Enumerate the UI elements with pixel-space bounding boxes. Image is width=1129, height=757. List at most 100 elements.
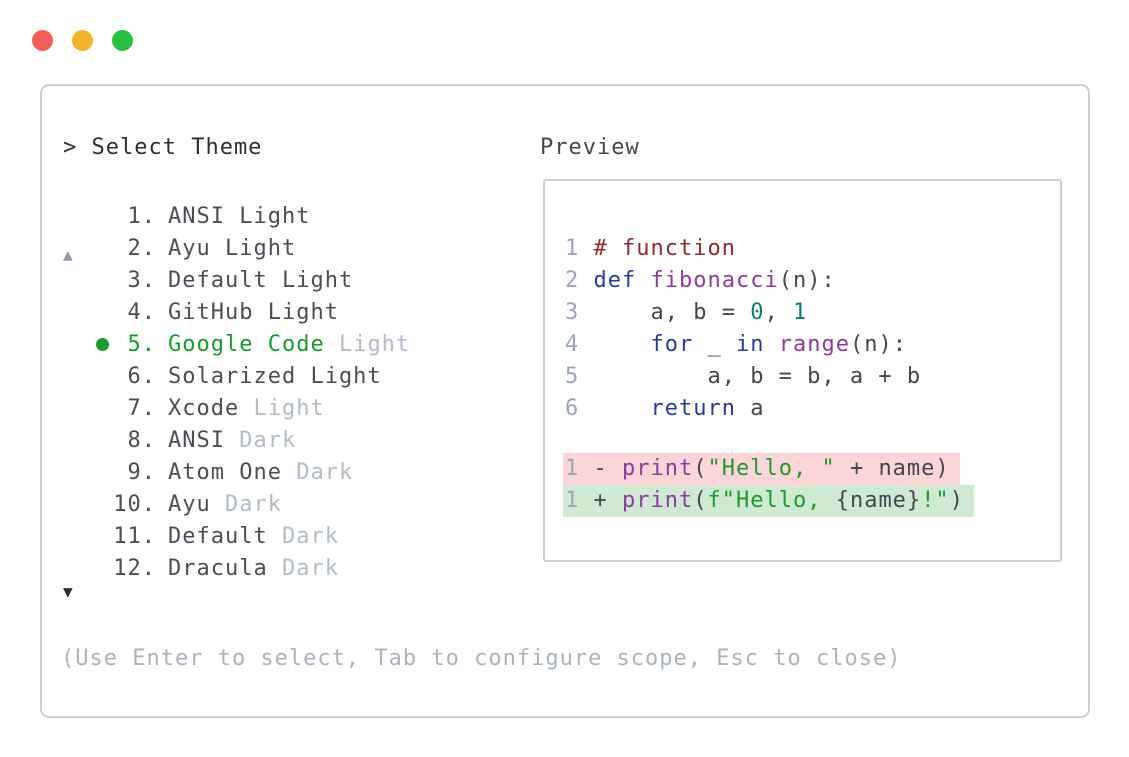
code-token: ) xyxy=(949,488,964,513)
theme-option[interactable]: 6.Solarized Light xyxy=(96,360,410,392)
theme-number: 12. xyxy=(113,555,156,581)
theme-variant-suffix: Dark xyxy=(210,491,282,517)
scroll-up-icon[interactable]: ▲ xyxy=(63,245,73,264)
selected-dot-icon xyxy=(96,360,112,392)
diff-line-added: 1 + print(f"Hello, {name}!") xyxy=(563,485,974,517)
theme-option[interactable]: 4. GitHub Light xyxy=(96,296,410,328)
code-token: (n): xyxy=(778,268,836,293)
code-line: 1 # function xyxy=(565,233,1060,265)
code-token: def xyxy=(593,268,637,293)
code-token: ( xyxy=(693,488,708,513)
code-token: {name} xyxy=(835,488,922,513)
theme-option[interactable]: 8.ANSI Dark xyxy=(96,424,410,456)
diff-line-removed: 1 - print("Hello, " + name) xyxy=(563,453,960,485)
code-token: fibonacci xyxy=(650,268,779,293)
code-token xyxy=(594,332,651,357)
theme-option[interactable]: 1. ANSI Light xyxy=(96,200,410,232)
code-token: for xyxy=(650,332,694,357)
selected-dot-icon xyxy=(96,456,112,488)
code-line: 2 def fibonacci(n): xyxy=(565,265,1060,297)
code-line: 5 a, b = b, a + b xyxy=(565,361,1060,393)
code-token: ( xyxy=(693,456,708,481)
theme-name: Xcode xyxy=(168,395,240,421)
line-number: 4 xyxy=(565,332,594,357)
theme-name: Ayu xyxy=(168,491,211,517)
theme-name: Google Code xyxy=(168,331,325,357)
code-token: range xyxy=(778,332,850,357)
theme-variant-suffix: Dark xyxy=(267,523,339,549)
selected-dot-icon xyxy=(96,200,112,232)
zoom-button-icon[interactable] xyxy=(112,30,133,51)
theme-option[interactable]: 3.Default Light xyxy=(96,264,410,296)
theme-variant-suffix: Dark xyxy=(281,459,354,485)
theme-variant-suffix: Light xyxy=(324,331,411,357)
code-token: a, b = b, a + b xyxy=(593,364,922,389)
selected-dot-icon xyxy=(96,328,112,360)
line-number: 5 xyxy=(565,364,594,389)
line-number: 3 xyxy=(565,300,594,325)
selected-dot-icon xyxy=(96,520,112,552)
code-token: , xyxy=(764,300,793,325)
theme-number: 11. xyxy=(113,523,156,549)
theme-number: 3. xyxy=(127,267,156,293)
code-line: 4 for _ in range(n): xyxy=(565,329,1060,361)
code-token: print xyxy=(622,456,694,481)
code-token: 0 xyxy=(750,300,765,325)
close-button-icon[interactable] xyxy=(32,30,53,51)
line-number: 6 xyxy=(565,396,594,421)
code-token: !" xyxy=(921,488,950,513)
scroll-down-icon[interactable]: ▼ xyxy=(63,582,73,601)
code-token: a, b = xyxy=(593,300,751,325)
line-number: 1 xyxy=(565,456,594,481)
code-token: print xyxy=(622,488,694,513)
code-token: - xyxy=(593,456,622,481)
theme-option[interactable]: 7. Xcode Light xyxy=(96,392,410,424)
selected-dot-icon xyxy=(96,264,112,296)
code-token: a xyxy=(735,396,765,421)
theme-number: 7. xyxy=(127,395,156,421)
diff-row: 1 + print(f"Hello, {name}!") xyxy=(563,485,1060,517)
theme-name: ANSI Light xyxy=(168,203,311,229)
diff-lines: 1 - print("Hello, " + name)1 + print(f"H… xyxy=(563,453,1060,517)
keyboard-hint: (Use Enter to select, Tab to configure s… xyxy=(61,646,902,671)
theme-option[interactable]: 12.Dracula Dark xyxy=(96,552,410,584)
minimize-button-icon[interactable] xyxy=(72,30,93,51)
theme-number: 6. xyxy=(127,363,156,389)
selected-dot-icon xyxy=(96,424,112,456)
theme-option[interactable]: 5.Google Code Light xyxy=(96,328,410,360)
code-token: # function xyxy=(593,236,736,261)
theme-name: Atom One xyxy=(168,459,282,485)
window-controls xyxy=(32,30,133,51)
theme-option[interactable]: 9.Atom One Dark xyxy=(96,456,410,488)
code-token: + xyxy=(593,488,622,513)
code-token xyxy=(594,396,651,421)
theme-name: Default xyxy=(168,523,268,549)
theme-name: GitHub Light xyxy=(168,299,339,325)
diff-row: 1 - print("Hello, " + name) xyxy=(563,453,1060,485)
code-token: _ xyxy=(693,332,736,357)
code-token: + name) xyxy=(835,456,950,481)
code-token: (n): xyxy=(849,332,907,357)
code-token: in xyxy=(735,332,765,357)
theme-name: ANSI xyxy=(168,427,225,453)
code-token: "Hello, " xyxy=(707,456,836,481)
theme-option[interactable]: 11. Default Dark xyxy=(96,520,410,552)
selected-dot-icon xyxy=(96,552,112,584)
code-token: 1 xyxy=(792,300,808,325)
theme-number: 4. xyxy=(127,299,156,325)
theme-option[interactable]: 2.Ayu Light xyxy=(96,232,410,264)
theme-variant-suffix: Light xyxy=(239,395,325,421)
theme-name: Ayu Light xyxy=(168,235,297,261)
preview-title: Preview xyxy=(540,135,640,160)
theme-option[interactable]: 10.Ayu Dark xyxy=(96,488,410,520)
selected-dot-icon xyxy=(96,488,112,520)
theme-number: 8. xyxy=(127,427,156,453)
theme-number: 1. xyxy=(127,203,156,229)
code-token xyxy=(764,332,778,357)
theme-name: Dracula xyxy=(168,555,268,581)
